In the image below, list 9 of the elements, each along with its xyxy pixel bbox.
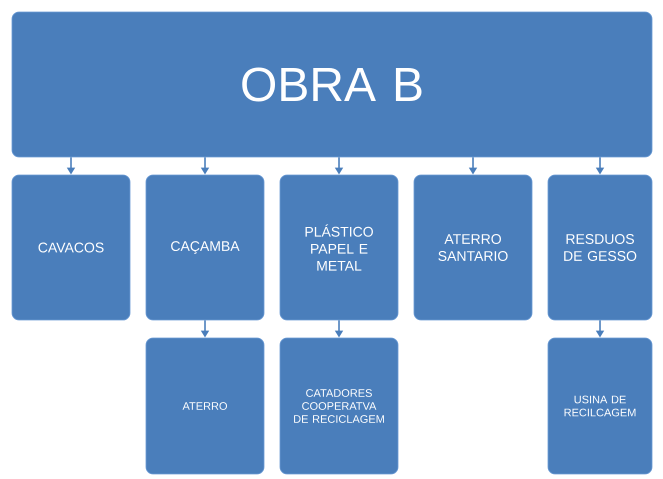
category-box: CAÇAMBA <box>146 174 264 320</box>
category-box: ATERRO SANTARIO <box>414 174 532 320</box>
destination-box: ATERRO <box>146 338 264 474</box>
category-box: PLÁSTICO PAPEL E METAL <box>280 174 398 320</box>
destination-box: CATADORES COOPERATVA DE RECICLAGEM <box>280 338 398 474</box>
destination-box: USINA DE RECILCAGEM <box>548 338 652 474</box>
title-box: OBRA B <box>12 12 652 158</box>
category-box: CAVACOS <box>12 174 130 320</box>
category-box: RESDUOS DE GESSO <box>548 174 652 320</box>
